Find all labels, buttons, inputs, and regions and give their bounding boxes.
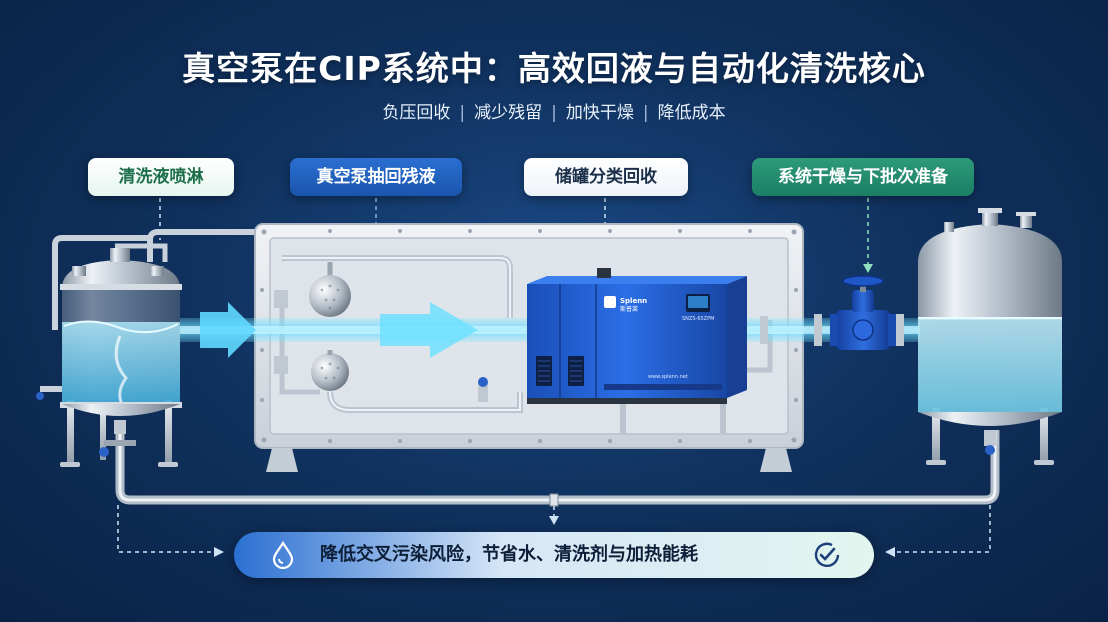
benefit-item: 负压回收 (382, 103, 451, 123)
spray-ball (311, 353, 349, 391)
water-drop-icon (270, 540, 296, 573)
check-circle-icon (812, 540, 842, 574)
spray-tank (36, 229, 255, 467)
pump-model: SNZS-65ZPM (682, 316, 714, 322)
pump-brand: Splenn (620, 297, 647, 305)
arrowhead (885, 547, 895, 557)
arrowhead (214, 547, 224, 557)
separator: | (459, 103, 466, 123)
arrowhead (549, 516, 559, 525)
gate-valve (830, 275, 896, 350)
pump-url: www.splenn.net (648, 374, 688, 380)
storage-tank (918, 208, 1062, 465)
page-title: 真空泵在CIP系统中：高效回液与自动化清洗核心 (182, 49, 926, 88)
summary-banner: 降低交叉污染风险，节省水、清洗剂与加热能耗 (234, 532, 874, 578)
spray-ball (309, 275, 351, 317)
flow-arrow (200, 302, 256, 358)
separator: | (642, 103, 649, 123)
step-vacuum-recovery: 真空泵抽回残液 (290, 158, 462, 196)
benefit-item: 加快干燥 (565, 103, 634, 123)
benefit-item: 降低成本 (657, 103, 726, 123)
benefit-list: 负压回收 | 减少残留 | 加快干燥 | 降低成本 (0, 98, 1108, 123)
vacuum-pump: Splenn 斯普莱 SNZS-65ZPM www.splenn.net (527, 268, 747, 404)
valve-handwheel (842, 275, 884, 287)
pump-brand-cn: 斯普莱 (620, 305, 638, 313)
separator: | (551, 103, 557, 123)
flow-arrow (380, 302, 478, 358)
benefit-item: 减少残留 (474, 103, 543, 123)
summary-text: 降低交叉污染风险，节省水、清洗剂与加热能耗 (320, 544, 698, 565)
arrowhead (863, 264, 873, 273)
step-drying: 系统干燥与下批次准备 (752, 158, 974, 196)
step-tank-recovery: 储罐分类回收 (524, 158, 688, 196)
brand-logo (604, 296, 616, 308)
step-spray: 清洗液喷淋 (88, 158, 234, 196)
control-screen (688, 296, 708, 308)
outlet-pipe (760, 314, 904, 346)
